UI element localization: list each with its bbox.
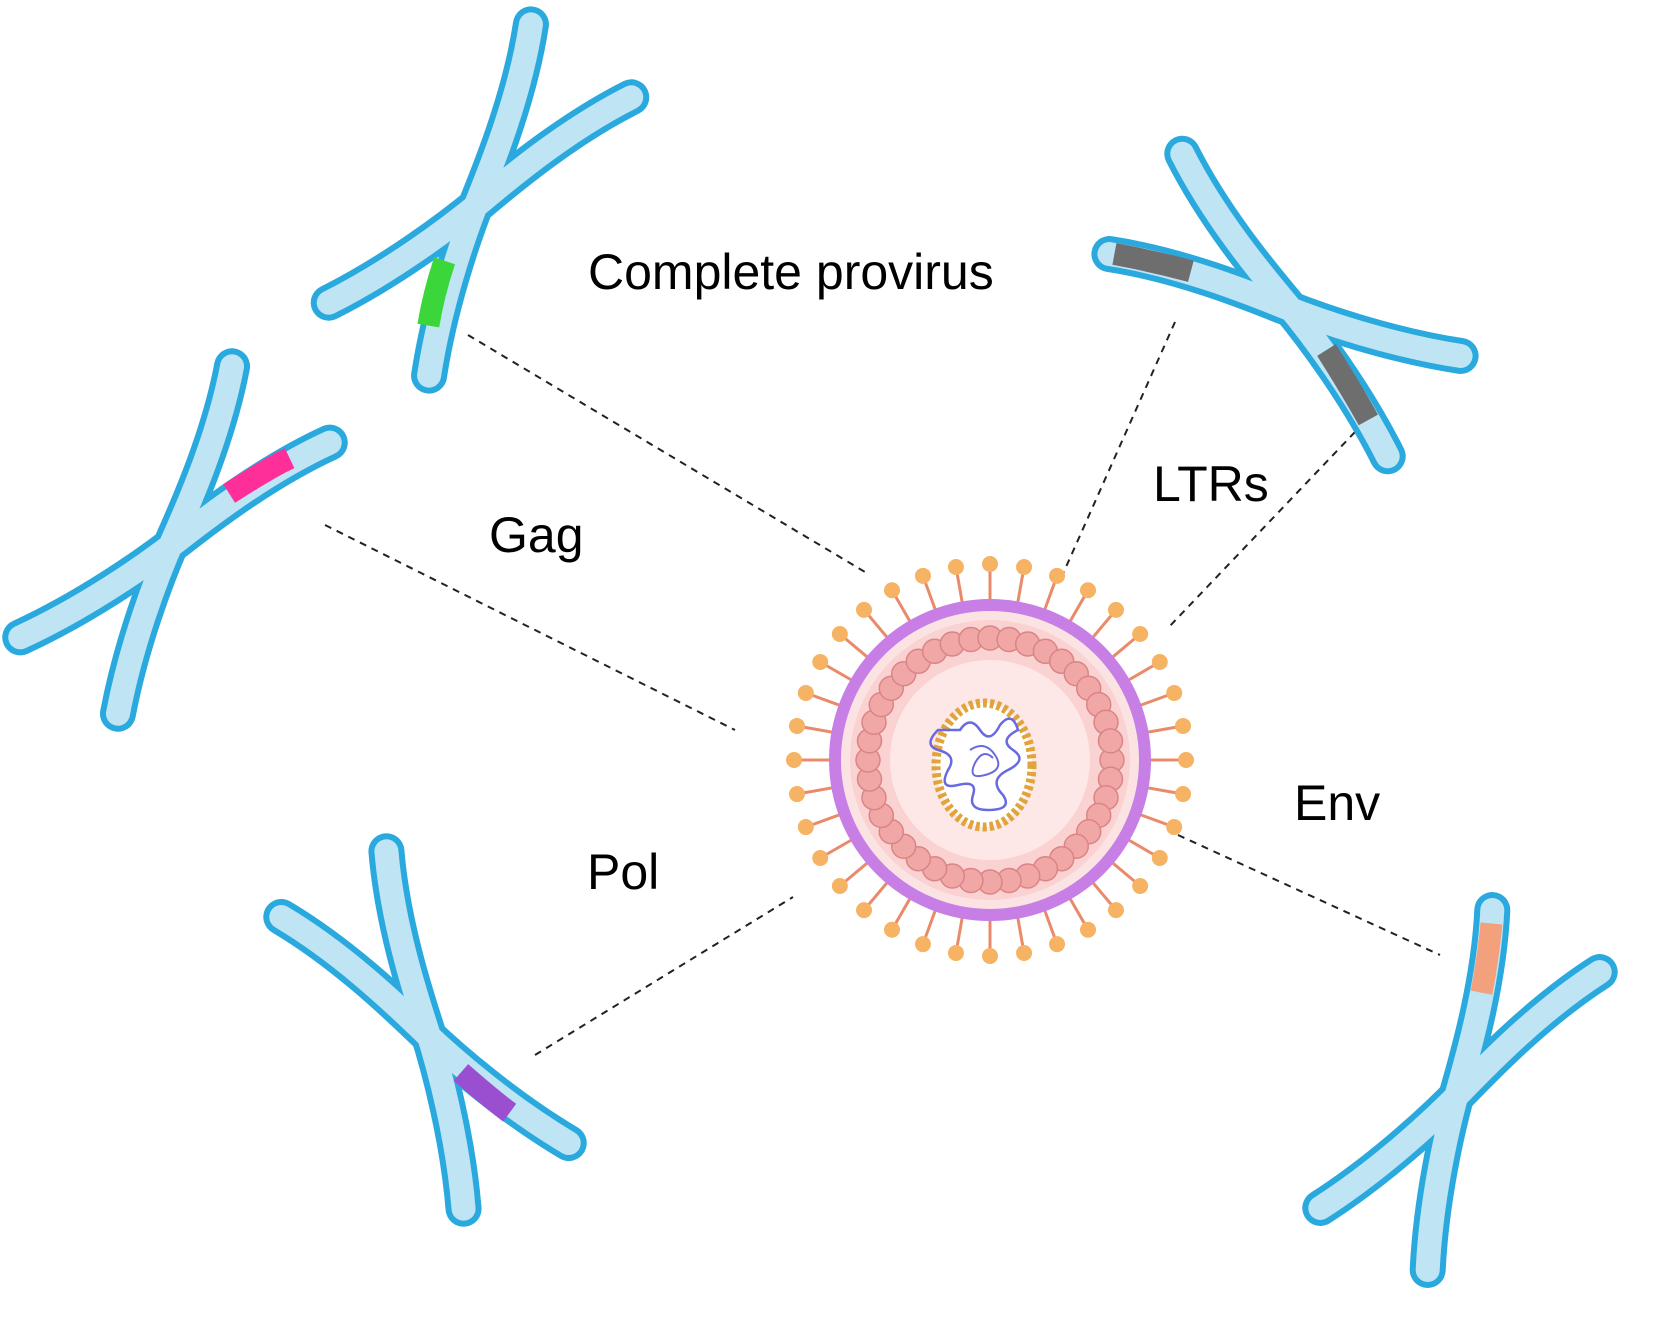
chromosome-gag [20,366,330,713]
spike-head [1166,819,1183,836]
viral-genome-rna-inner [969,745,1000,778]
pol-band [453,1064,517,1122]
spike-head [856,902,873,919]
chromosome-env [1320,910,1599,1270]
chromosome-provirus [329,24,632,375]
label-env: Env [1294,775,1380,831]
spike-head [884,582,900,599]
connector-ltrs-1 [1061,321,1176,577]
matrix-protein-beads [855,625,1125,895]
connector-gag [324,524,736,731]
spike-head [797,819,814,836]
spike-head [786,752,802,768]
spike-head [831,877,848,894]
spike-head [1107,601,1124,618]
spike-head [788,717,805,734]
label-ltrs: LTRs [1153,456,1269,512]
spike-head [1132,877,1149,894]
gag-band [223,448,295,503]
spike-head [1166,684,1183,701]
retrovirus-particle [786,556,1194,964]
spike-head [797,684,814,701]
spike-head [1080,582,1096,599]
connector-env [1177,834,1441,956]
spike-head [914,567,931,584]
ltr-band-top [1112,243,1194,282]
spike-head [1080,921,1096,938]
spike-head [947,945,964,962]
spike-head [1151,654,1168,670]
spike-head [856,601,873,618]
spike-head [812,850,829,866]
chromosome-ltrs [1109,154,1460,457]
spike-head [1175,786,1192,803]
spike-head [1016,945,1033,962]
env-band [1470,922,1503,995]
spike-head [982,556,998,572]
spike-head [1151,850,1168,866]
spike-head [831,626,848,643]
label-pol: Pol [587,844,659,900]
connector-lines [324,321,1441,1056]
capsid-core [931,698,1037,832]
viral-genome-rna [929,717,1021,812]
spike-head [1049,936,1066,953]
spike-head [788,786,805,803]
spike-head [884,921,900,938]
chromosome-pol [281,851,568,1208]
ltr-band-bottom [1317,344,1378,426]
spike-head [914,936,931,953]
spike-head [947,558,964,575]
spike-head [1178,752,1194,768]
spike-head [982,948,998,964]
spike-head [1049,567,1066,584]
spike-head [812,654,829,670]
spike-head [1132,626,1149,643]
spike-head [1016,558,1033,575]
provirus-band [417,257,455,328]
label-complete-provirus: Complete provirus [588,244,994,300]
matrix-bead [1097,728,1124,754]
connector-pol [534,896,794,1056]
connector-ltrs-2 [1167,431,1356,629]
spike-head [1175,717,1192,734]
label-gag: Gag [489,507,584,563]
spike-head [1107,902,1124,919]
